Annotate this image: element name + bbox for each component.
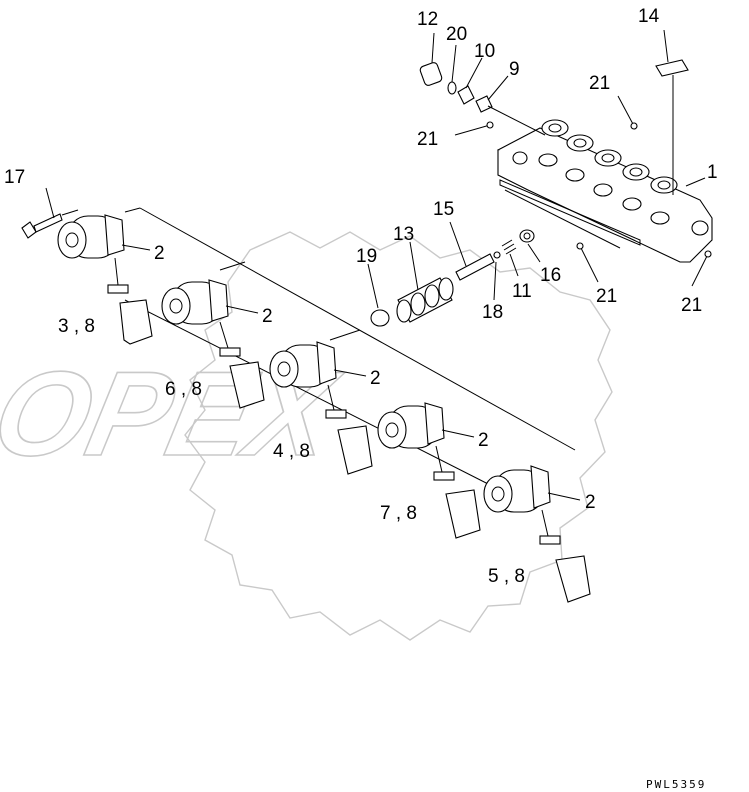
callout-21d: 21	[681, 295, 702, 316]
callout-6-8: 6 , 8	[165, 379, 202, 400]
callout-5-8: 5 , 8	[488, 566, 525, 587]
drawing-code: PWL5359	[646, 778, 706, 791]
callout-2c: 2	[370, 368, 381, 389]
solenoid-4	[377, 402, 481, 539]
valve-body	[497, 119, 713, 263]
callout-4-8: 4 , 8	[273, 441, 310, 462]
callout-13: 13	[393, 224, 414, 245]
callout-3-8: 3 , 8	[58, 316, 95, 337]
callout-19: 19	[356, 246, 377, 267]
callout-14: 14	[638, 6, 660, 27]
callout-21b: 21	[589, 73, 610, 94]
callout-21c: 21	[596, 286, 617, 307]
spool-assembly	[370, 229, 535, 327]
callout-21a: 21	[417, 129, 438, 150]
callout-20: 20	[446, 24, 467, 45]
callouts: 1 2 2 2 2 2 3 , 8 6 , 8 4 , 8 7 , 8 5 , …	[4, 6, 718, 791]
assembly-lines	[124, 207, 576, 491]
solenoid-3	[269, 341, 373, 475]
callout-1: 1	[707, 162, 718, 183]
callout-12: 12	[417, 9, 438, 30]
bolt	[21, 209, 79, 239]
solenoid-5	[483, 465, 591, 603]
callout-7-8: 7 , 8	[380, 503, 417, 524]
callout-18: 18	[482, 302, 503, 323]
callout-2d: 2	[478, 430, 489, 451]
callout-15: 15	[433, 199, 454, 220]
plug-assembly	[419, 62, 546, 136]
solenoid-2	[161, 279, 265, 409]
callout-9: 9	[509, 59, 520, 80]
leader-lines	[45, 29, 712, 501]
callout-2b: 2	[262, 306, 273, 327]
callout-2e: 2	[585, 492, 596, 513]
callout-17: 17	[4, 167, 25, 188]
callout-10: 10	[474, 41, 495, 62]
callout-11: 11	[512, 281, 532, 302]
nameplate	[655, 59, 689, 195]
callout-2a: 2	[154, 243, 165, 264]
solenoid-1	[57, 214, 153, 345]
callout-16: 16	[540, 265, 561, 286]
